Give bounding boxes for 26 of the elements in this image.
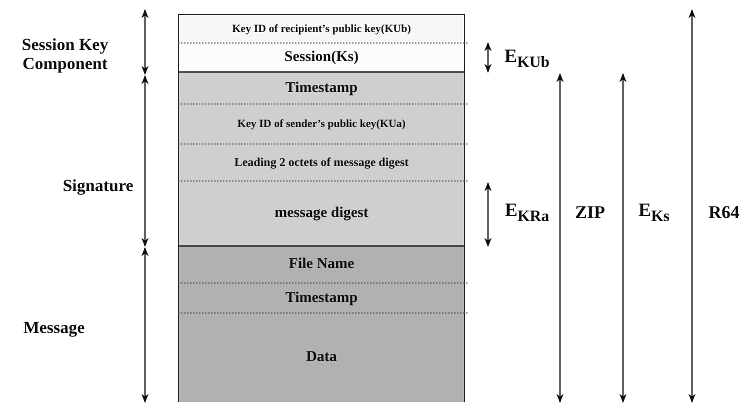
section-label: Signature [62, 177, 134, 196]
field-row [178, 283, 465, 313]
field-label: Timestamp [285, 290, 358, 306]
field-row [178, 246, 465, 283]
section-label: Message [22, 319, 86, 338]
field-label: Session(Ks) [284, 49, 359, 66]
operation-label: R64 [708, 203, 740, 223]
field-label: Leading 2 octets of message digest [234, 155, 409, 170]
operation-label: E$_{KUb}$ [503, 47, 551, 72]
field-row [178, 181, 465, 246]
operation-label: E$_{KRa}$ [504, 201, 550, 226]
field-row [178, 72, 465, 104]
field-row [178, 43, 465, 72]
field-label: File Name [288, 256, 354, 273]
field-row [178, 14, 465, 43]
operation-label: ZIP [574, 203, 606, 223]
field-label: Key ID of recipient’s public key(KUb) [232, 23, 411, 35]
field-label: message digest [274, 205, 368, 222]
operation-label: E$_{Ks}$ [637, 201, 671, 226]
section-label: Session Key Component [20, 36, 110, 74]
field-row [178, 104, 465, 144]
field-label: Timestamp [285, 80, 358, 96]
field-label: Data [306, 349, 337, 366]
field-row [178, 144, 465, 181]
field-row [178, 313, 465, 402]
field-label: Key ID of sender’s public key(KUa) [237, 118, 406, 130]
